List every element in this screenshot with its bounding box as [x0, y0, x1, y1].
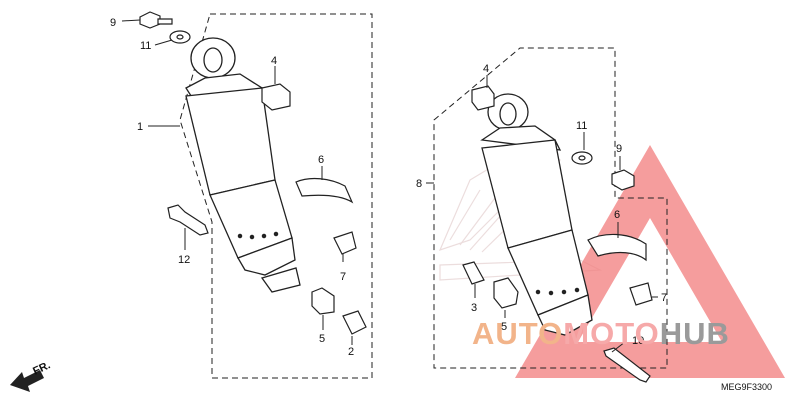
shock-absorber-right: [480, 93, 593, 336]
callout-10: 10: [632, 335, 644, 347]
brand-watermark: AUTOMOTOHUB: [472, 318, 730, 349]
callout-6-left: 6: [318, 154, 324, 166]
shock-absorber-left: [185, 37, 301, 293]
front-direction-arrow: FR.: [10, 359, 52, 392]
callout-4-right: 4: [483, 63, 489, 75]
callout-11-left: 11: [140, 40, 151, 52]
small-parts-right: [462, 85, 653, 383]
callout-7-right: 7: [661, 292, 667, 304]
small-parts-left: [139, 11, 367, 335]
callout-12: 12: [178, 254, 190, 266]
callout-6-right: 6: [614, 209, 620, 221]
callout-5-right: 5: [501, 321, 507, 333]
callout-2: 2: [348, 346, 354, 358]
callout-7-left: 7: [340, 271, 346, 283]
part-code: MEG9F3300: [720, 382, 772, 392]
leader-lines: [121, 19, 658, 353]
direction-label: FR.: [31, 359, 52, 377]
brand-word-auto: AUTO: [472, 316, 564, 351]
callout-9-left: 9: [110, 17, 116, 29]
callout-3: 3: [471, 302, 477, 314]
callout-9-right: 9: [616, 143, 622, 155]
callout-4-left: 4: [271, 55, 277, 67]
group-outline-left: [179, 13, 373, 379]
brand-word-moto: MOTO: [563, 316, 660, 351]
callout-1: 1: [137, 121, 143, 133]
callout-8: 8: [416, 178, 422, 190]
callout-11-right: 11: [576, 120, 587, 132]
callout-5-left: 5: [319, 333, 325, 345]
group-outline-right: [433, 47, 668, 369]
brand-word-hub: HUB: [659, 316, 730, 351]
callout-numbers: 9 11 4 1 6 12 7 5 2 4 8 11 9 6 7 3 5 10: [110, 17, 667, 358]
